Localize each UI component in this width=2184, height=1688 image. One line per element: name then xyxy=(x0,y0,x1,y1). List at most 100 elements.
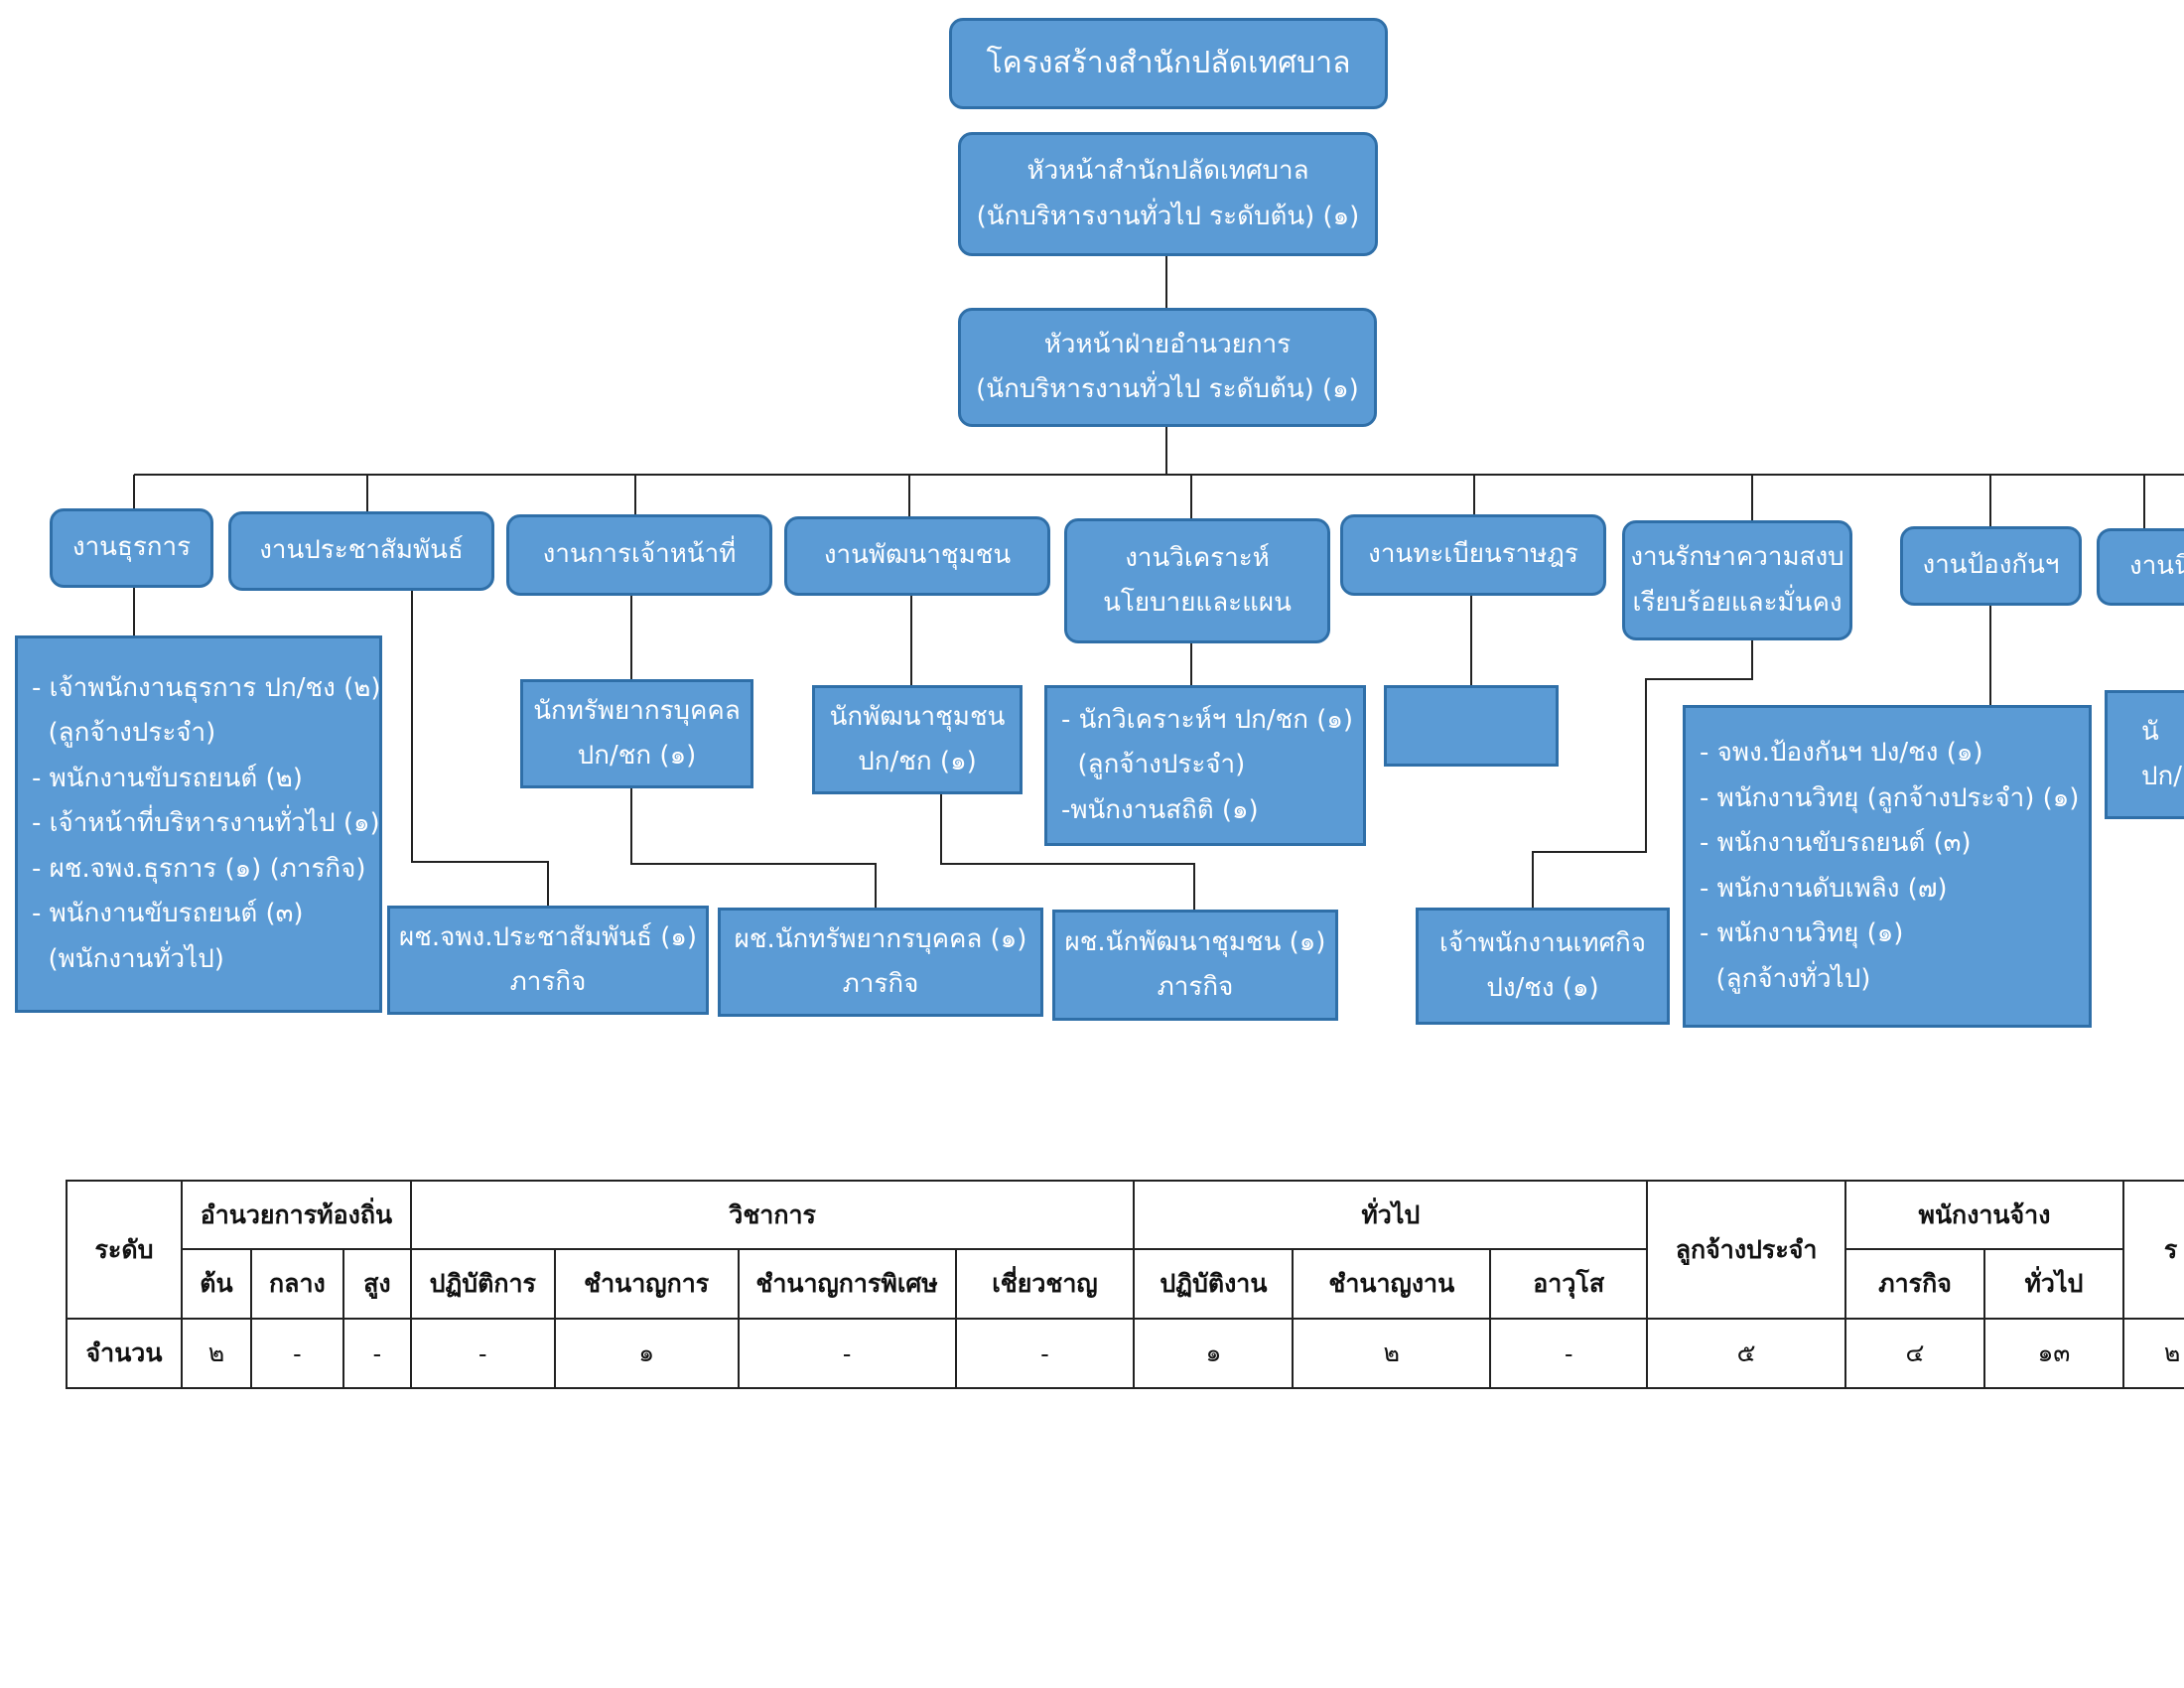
connector-s3-s3b xyxy=(630,788,877,908)
deputy-line-2: (นักบริหารงานทั่วไป ระดับต้น) (๑) xyxy=(976,374,1359,404)
staff-community-assistant-line-2: ภารกิจ xyxy=(1157,972,1234,1002)
staff-community-line-2: ปก/ชก (๑) xyxy=(858,747,977,776)
unit-community-label: งานพัฒนาชุมชน xyxy=(823,540,1012,571)
unit-policy-line-1: งานวิเคราะห์ xyxy=(1125,542,1270,573)
staff-pr-assistant-box: ผช.จพง.ประชาสัมพันธ์ (๑) ภารกิจ xyxy=(387,906,709,1015)
level-5: ชำนาญการ xyxy=(553,1248,740,1320)
count-cell: ๕ xyxy=(1646,1318,1847,1389)
connector-u7-s7b xyxy=(1532,640,1753,908)
count-cell: - xyxy=(249,1318,344,1389)
chart-title: โครงสร้างสำนักปลัดเทศบาล xyxy=(949,18,1388,109)
head-line-1: หัวหน้าสำนักปลัดเทศบาล xyxy=(1026,156,1309,186)
chart-title-text: โครงสร้างสำนักปลัดเทศบาล xyxy=(986,45,1351,80)
level-12: ทั่วไป xyxy=(1982,1248,2124,1320)
staff-cut-off-line-2: ปก/ xyxy=(2141,762,2183,791)
row-label-count: จำนวน xyxy=(66,1318,183,1389)
group-contract-staff: พนักงานจ้าง xyxy=(1844,1180,2124,1250)
unit-registration-label: งานทะเบียนราษฎร xyxy=(1368,539,1578,570)
staff-admin-line-2: (ลูกจ้างประจำ) xyxy=(32,718,216,749)
unit-disaster-label: งานป้องกันฯ xyxy=(1922,550,2060,581)
level-7: เชี่ยวชาญ xyxy=(954,1248,1136,1320)
group-permanent-employee: ลูกจ้างประจำ xyxy=(1646,1180,1847,1320)
staff-admin-line-6: - พนักงานขับรถยนต์ (๓) xyxy=(32,899,304,929)
connector-u2-s2b xyxy=(411,591,549,906)
staff-disaster-line-1: - จพง.ป้องกันฯ ปง/ชง (๑) xyxy=(1700,738,1983,768)
unit-cut-off-label: งานนิ xyxy=(2129,551,2184,582)
deputy-line-1: หัวหน้าฝ่ายอำนวยการ xyxy=(1043,329,1292,359)
level-1: ต้น xyxy=(180,1248,252,1320)
staff-policy-line-1: - นักวิเคราะห์ฯ ปก/ชก (๑) xyxy=(1061,704,1354,735)
group-academic: วิชาการ xyxy=(409,1180,1136,1250)
count-cell: ๒ xyxy=(1292,1318,1492,1389)
staff-hr-box: นักทรัพยากรบุคคล ปก/ชก (๑) xyxy=(520,679,753,788)
count-cell: ๒ xyxy=(2121,1318,2184,1389)
staff-municipal-officer-line-1: เจ้าพนักงานเทศกิจ xyxy=(1439,927,1646,958)
unit-policy-box: งานวิเคราะห์ นโยบายและแผน xyxy=(1064,518,1330,643)
row-label-level: ระดับ xyxy=(66,1180,183,1320)
unit-security-line-2: เรียบร้อยและมั่นคง xyxy=(1632,587,1843,618)
staff-hr-line-2: ปก/ชก (๑) xyxy=(577,741,697,771)
staff-registration-box xyxy=(1384,685,1559,767)
unit-security-box: งานรักษาความสงบ เรียบร้อยและมั่นคง xyxy=(1622,520,1852,640)
staff-disaster-box: - จพง.ป้องกันฯ ปง/ชง (๑) - พนักงานวิทยุ … xyxy=(1683,705,2092,1028)
level-4: ปฏิบัติการ xyxy=(409,1248,556,1320)
staff-community-assistant-line-1: ผช.นักพัฒนาชุมชน (๑) xyxy=(1064,926,1326,957)
count-cell: ๒ xyxy=(180,1318,252,1389)
count-cell: ๑ xyxy=(1133,1318,1295,1389)
count-cell: ๑๓ xyxy=(1982,1318,2124,1389)
count-cell: - xyxy=(341,1318,412,1389)
staff-admin-line-3: - พนักงานขับรถยนต์ (๒) xyxy=(32,763,303,793)
count-cell: - xyxy=(737,1318,957,1389)
staff-policy-box: - นักวิเคราะห์ฯ ปก/ชก (๑) (ลูกจ้างประจำ)… xyxy=(1044,685,1366,846)
staff-hr-assistant-line-2: ภารกิจ xyxy=(842,969,919,999)
unit-security-line-1: งานรักษาความสงบ xyxy=(1630,542,1844,572)
level-3: สูง xyxy=(341,1248,412,1320)
staff-disaster-line-2: - พนักงานวิทยุ (ลูกจ้างประจำ) (๑) xyxy=(1700,782,2080,813)
unit-registration-box: งานทะเบียนราษฎร xyxy=(1340,514,1606,596)
staff-hr-assistant-line-1: ผช.นักทรัพยากรบุคคล (๑) xyxy=(734,923,1027,954)
staff-hr-assistant-box: ผช.นักทรัพยากรบุคคล (๑) ภารกิจ xyxy=(718,908,1043,1017)
staff-cut-off-box: นั ปก/ xyxy=(2105,690,2184,819)
staff-admin-line-7: (พนักงานทั่วไป) xyxy=(32,943,224,974)
count-cell: ๑ xyxy=(553,1318,740,1389)
staff-disaster-line-5: - พนักงานวิทยุ (๑) xyxy=(1700,918,1904,948)
staff-disaster-line-4: - พนักงานดับเพลิง (๗) xyxy=(1700,873,1948,904)
count-cell: - xyxy=(1489,1318,1649,1389)
level-2: กลาง xyxy=(249,1248,344,1320)
staff-community-box: นักพัฒนาชุมชน ปก/ชก (๑) xyxy=(812,685,1023,794)
level-9: ชำนาญงาน xyxy=(1292,1248,1492,1320)
unit-cut-off-box: งานนิ xyxy=(2097,528,2184,606)
unit-pr-label: งานประชาสัมพันธ์ xyxy=(259,535,464,566)
unit-disaster-box: งานป้องกันฯ xyxy=(1900,526,2082,606)
unit-personnel-label: งานการเจ้าหน้าที่ xyxy=(542,539,737,570)
unit-pr-box: งานประชาสัมพันธ์ xyxy=(228,511,494,591)
count-cell: - xyxy=(954,1318,1136,1389)
unit-community-box: งานพัฒนาชุมชน xyxy=(784,516,1050,596)
staff-summary-table: ระดับ อำนวยการท้องถิ่น วิชาการ ทั่วไป ลู… xyxy=(66,1180,2184,1389)
staff-disaster-line-3: - พนักงานขับรถยนต์ (๓) xyxy=(1700,828,1972,858)
staff-admin-line-5: - ผช.จพง.ธุรการ (๑) (ภารกิจ) xyxy=(32,853,366,884)
head-line-2: (นักบริหารงานทั่วไป ระดับต้น) (๑) xyxy=(976,201,1360,231)
head-of-admin-box: หัวหน้าฝ่ายอำนวยการ (นักบริหารงานทั่วไป … xyxy=(958,308,1377,427)
staff-pr-assistant-line-2: ภารกิจ xyxy=(509,967,587,997)
staff-community-line-1: นักพัฒนาชุมชน xyxy=(829,701,1006,732)
unit-personnel-box: งานการเจ้าหน้าที่ xyxy=(506,514,772,596)
level-11: ภารกิจ xyxy=(1844,1248,1985,1320)
staff-municipal-officer-line-2: ปง/ชง (๑) xyxy=(1486,973,1599,1003)
staff-municipal-officer-box: เจ้าพนักงานเทศกิจ ปง/ชง (๑) xyxy=(1416,908,1670,1025)
count-cell: ๔ xyxy=(1844,1318,1985,1389)
level-6: ชำนาญการพิเศษ xyxy=(737,1248,957,1320)
staff-policy-line-3: -พนักงานสถิติ (๑) xyxy=(1061,794,1259,825)
staff-admin-box: - เจ้าพนักงานธุรการ ปก/ชง (๒) (ลูกจ้างปร… xyxy=(15,635,382,1013)
staff-hr-line-1: นักทรัพยากรบุคคล xyxy=(533,695,741,726)
staff-admin-line-1: - เจ้าพนักงานธุรการ ปก/ชง (๒) xyxy=(32,672,381,703)
head-of-office-box: หัวหน้าสำนักปลัดเทศบาล (นักบริหารงานทั่ว… xyxy=(958,132,1378,256)
staff-policy-line-2: (ลูกจ้างประจำ) xyxy=(1061,750,1246,780)
unit-admin-label: งานธุรการ xyxy=(71,532,192,563)
group-general: ทั่วไป xyxy=(1133,1180,1649,1250)
level-10: อาวุโส xyxy=(1489,1248,1649,1320)
unit-admin-box: งานธุรการ xyxy=(50,508,213,588)
count-cell: - xyxy=(409,1318,556,1389)
staff-community-assistant-box: ผช.นักพัฒนาชุมชน (๑) ภารกิจ xyxy=(1052,910,1338,1021)
